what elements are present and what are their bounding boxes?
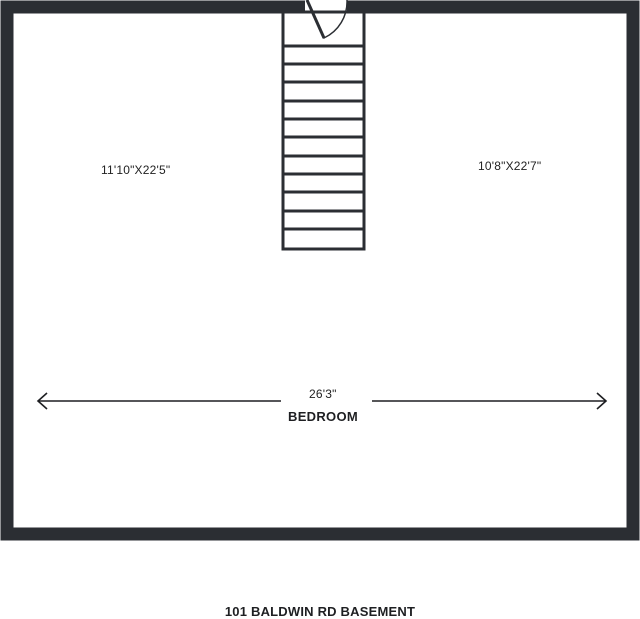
arrowhead-left [36, 392, 48, 410]
width-dimension-label: 26'3" [309, 387, 337, 401]
stairs-icon [281, 10, 366, 251]
stairs-outline [281, 10, 366, 251]
right-room-dimensions: 10'8"X22'7" [478, 159, 542, 173]
door-leaf [305, 0, 326, 39]
arrowhead-right [596, 392, 608, 410]
plan-title: 101 BALDWIN RD BASEMENT [224, 604, 416, 619]
left-room-dimensions: 11'10"X22'5" [101, 163, 171, 177]
floor-area [0, 0, 640, 541]
double-arrow-icon [36, 392, 608, 410]
room-name: BEDROOM [288, 409, 358, 424]
